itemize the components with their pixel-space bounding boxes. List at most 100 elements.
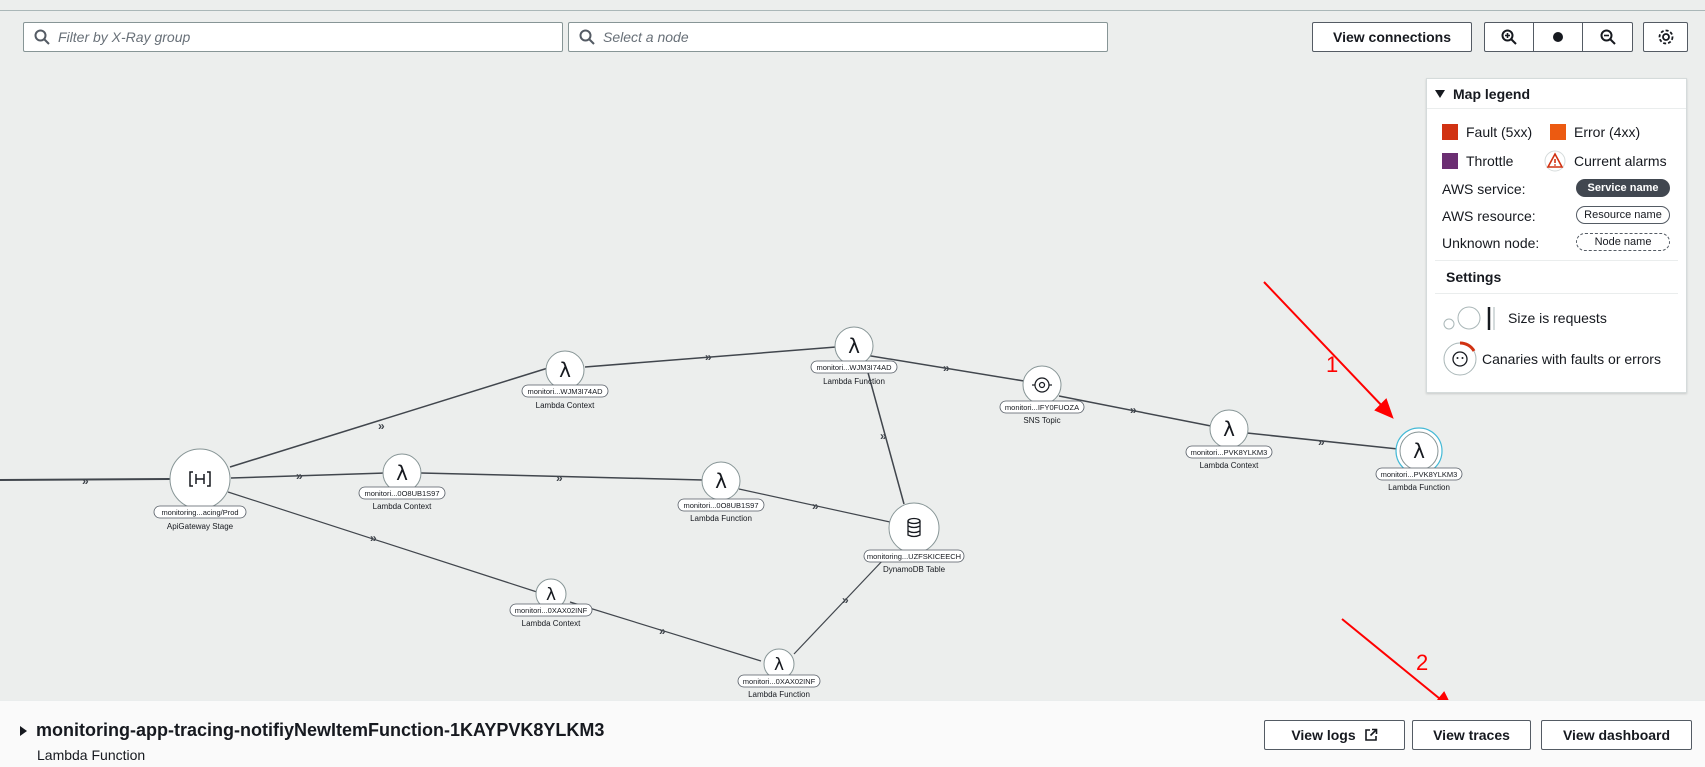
node-label: monitori...WJM3I74AD (527, 387, 603, 396)
view-logs-button[interactable]: View logs (1264, 720, 1405, 750)
node-label: monitori...PVK8YLKM3 (1381, 470, 1458, 479)
view-dashboard-button[interactable]: View dashboard (1541, 720, 1692, 750)
search-icon (34, 29, 50, 45)
legend-throttle: Throttle (1442, 153, 1513, 169)
throttle-label: Throttle (1466, 153, 1514, 169)
map-legend-toggle[interactable]: Map legend (1427, 79, 1686, 109)
fault-swatch (1442, 124, 1458, 140)
node-type: Lambda Function (823, 377, 885, 386)
zoom-controls (1484, 22, 1633, 52)
dot-icon (1553, 32, 1563, 42)
xray-group-filter-input[interactable]: Filter by X-Ray group (23, 22, 563, 52)
zoom-out-button[interactable] (1583, 23, 1632, 51)
map-legend-panel: Map legend Fault (5xx) Error (4xx) Throt… (1426, 78, 1687, 393)
node-type: Lambda Function (748, 690, 810, 699)
external-link-icon (1364, 728, 1377, 741)
node-select-input[interactable]: Select a node (568, 22, 1108, 52)
graph-node-lambda-function-2-selected[interactable]: λ monitori...PVK8YLKM3 Lambda Function (1375, 427, 1463, 492)
node-details-toggle[interactable]: monitoring-app-tracing-notifiyNewItemFun… (20, 720, 604, 741)
graph-node-apigateway[interactable]: monitoring...acing/Prod ApiGateway Stage (153, 448, 247, 531)
legend-alarms: Current alarms (1544, 150, 1667, 172)
lambda-icon: λ (774, 655, 784, 675)
legend-canaries-setting[interactable]: Canaries with faults or errors (1442, 341, 1661, 377)
svg-text:»: » (659, 624, 666, 638)
settings-title: Settings (1446, 269, 1502, 285)
gear-icon (1658, 29, 1673, 45)
svg-text:»: » (880, 429, 887, 443)
legend-divider (1435, 260, 1678, 261)
lambda-icon: λ (715, 469, 727, 493)
error-label: Error (4xx) (1574, 124, 1641, 140)
lambda-icon: λ (1413, 439, 1425, 463)
graph-node-lambda-function-4[interactable]: λ monitori...0XAX02INF Lambda Function (737, 648, 821, 699)
map-legend-title: Map legend (1453, 85, 1531, 102)
svg-text:»: » (1130, 403, 1137, 417)
node-type: Lambda Context (522, 619, 581, 628)
view-traces-button[interactable]: View traces (1412, 720, 1531, 750)
error-swatch (1550, 124, 1566, 140)
node-label: monitori...0XAX02INF (515, 606, 588, 615)
svg-text:»: » (296, 469, 303, 483)
node-label: monitori...WJM3I74AD (816, 363, 892, 372)
service-name-pill: Service name (1576, 179, 1670, 197)
sns-icon (1032, 377, 1052, 393)
node-type: Lambda Context (536, 401, 595, 410)
search-icon (579, 29, 595, 45)
node-select-placeholder: Select a node (603, 29, 689, 45)
node-label: monitori...PVK8YLKM3 (1191, 448, 1268, 457)
legend-fault: Fault (5xx) (1442, 124, 1532, 140)
api-gateway-icon (189, 471, 211, 487)
node-type: ApiGateway Stage (167, 522, 234, 531)
annotation-arrows (1263, 281, 1449, 700)
lambda-icon: λ (546, 585, 556, 605)
service-map-canvas[interactable]: » » » » » » » » » » » » » monitoring...a… (0, 0, 1705, 700)
node-label: monitori...0XAX02INF (743, 677, 816, 686)
alarms-label: Current alarms (1574, 153, 1667, 169)
dynamodb-icon (907, 517, 921, 538)
legend-unknown-node: Unknown node: (1442, 235, 1539, 251)
lambda-icon: λ (559, 358, 571, 382)
node-name-pill: Node name (1576, 233, 1670, 251)
lambda-icon: λ (848, 334, 860, 358)
graph-node-lambda-context-1[interactable]: λ monitori...WJM3I74AD Lambda Context (521, 350, 609, 410)
lambda-icon: λ (1223, 417, 1235, 441)
svg-text:»: » (705, 350, 712, 364)
aws-service-label: AWS service: (1442, 181, 1526, 197)
graph-node-lambda-function-3[interactable]: λ monitori...0O8UB1S97 Lambda Function (677, 461, 765, 523)
graph-node-lambda-function-1[interactable]: λ monitori...WJM3I74AD Lambda Function (810, 326, 898, 386)
xray-group-filter-placeholder: Filter by X-Ray group (58, 29, 191, 45)
caret-right-icon (20, 725, 27, 736)
annotation-number-2: 2 (1416, 650, 1429, 675)
zoom-in-icon (1501, 29, 1517, 45)
annotation-number-1: 1 (1326, 352, 1339, 377)
graph-node-sns-topic[interactable]: monitori...IFY0FUOZA SNS Topic (999, 365, 1085, 425)
alarm-icon (1544, 150, 1566, 172)
node-type: Lambda Context (1200, 461, 1259, 470)
fault-label: Fault (5xx) (1466, 124, 1533, 140)
zoom-out-icon (1600, 29, 1616, 45)
node-details-subtitle: Lambda Function (37, 747, 146, 763)
svg-text:»: » (943, 361, 950, 375)
graph-node-lambda-context-4[interactable]: λ monitori...0XAX02INF Lambda Context (509, 578, 593, 628)
lambda-icon: λ (396, 461, 408, 485)
graph-node-lambda-context-3[interactable]: λ monitori...0O8UB1S97 Lambda Context (358, 453, 446, 511)
throttle-swatch (1442, 153, 1458, 169)
top-divider (0, 10, 1705, 11)
node-details-panel: monitoring-app-tracing-notifiyNewItemFun… (0, 700, 1705, 767)
size-circles-icon (1443, 306, 1495, 330)
view-logs-label: View logs (1291, 727, 1356, 743)
node-type: Lambda Function (690, 514, 752, 523)
unknown-node-label: Unknown node: (1442, 235, 1540, 251)
settings-button[interactable] (1643, 22, 1688, 52)
legend-aws-service: AWS service: (1442, 181, 1526, 197)
size-label: Size is requests (1508, 310, 1607, 326)
reset-zoom-button[interactable] (1534, 23, 1583, 51)
zoom-in-button[interactable] (1485, 23, 1534, 51)
graph-node-lambda-context-2[interactable]: λ monitori...PVK8YLKM3 Lambda Context (1185, 409, 1273, 470)
node-label: monitoring...UZFSKICEECH (867, 552, 961, 561)
legend-size-setting[interactable]: Size is requests (1442, 305, 1607, 331)
caret-down-icon (1435, 89, 1445, 98)
view-connections-button[interactable]: View connections (1312, 22, 1472, 52)
graph-node-dynamodb-table[interactable]: monitoring...UZFSKICEECH DynamoDB Table (863, 502, 965, 574)
node-type: SNS Topic (1023, 416, 1060, 425)
